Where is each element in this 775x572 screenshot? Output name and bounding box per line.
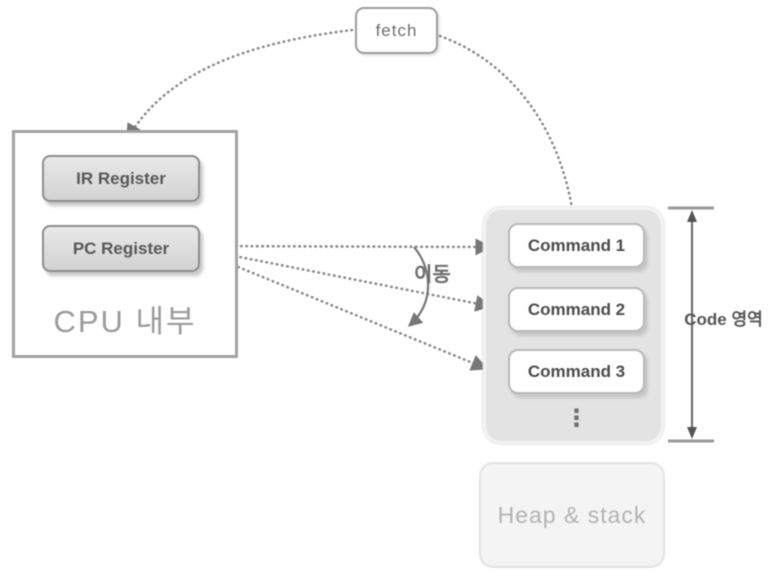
fetch-to-command1-arrow bbox=[438, 34, 576, 223]
heap-stack-box: Heap & stack bbox=[479, 462, 665, 568]
command-1-label: Command 1 bbox=[527, 235, 626, 255]
command-2-box: Command 2 bbox=[508, 287, 645, 332]
pc-to-command1-arrow bbox=[202, 238, 493, 256]
cpu-title: CPU 내부 bbox=[53, 304, 197, 339]
commands-ellipsis: ⋮ bbox=[564, 405, 589, 432]
command-3-label: Command 3 bbox=[527, 361, 626, 381]
command-3-box: Command 3 bbox=[508, 349, 645, 394]
fetch-to-ir-arrow bbox=[126, 28, 354, 141]
ir-register-label: IR Register bbox=[76, 168, 166, 188]
ir-register-box: IR Register bbox=[42, 155, 200, 202]
code-region-label: Code 영역 bbox=[684, 310, 763, 329]
move-label: 이동 bbox=[414, 264, 451, 286]
pc-register-label: PC Register bbox=[72, 238, 170, 258]
command-1-box: Command 1 bbox=[508, 223, 645, 268]
command-2-label: Command 2 bbox=[527, 299, 626, 319]
pc-register-box: PC Register bbox=[42, 225, 200, 272]
fetch-label: fetch bbox=[375, 20, 418, 40]
fetch-box: fetch bbox=[355, 7, 438, 54]
heap-stack-label: Heap & stack bbox=[497, 501, 647, 528]
